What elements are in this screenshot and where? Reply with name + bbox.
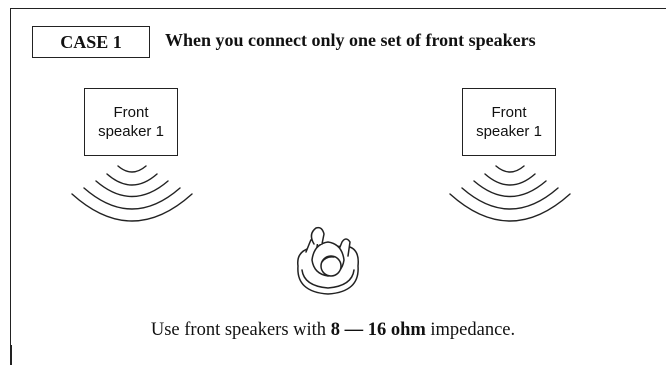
speaker-label-line2: speaker 1 (476, 123, 542, 140)
impedance-caption: Use front speakers with 8 — 16 ohm imped… (0, 320, 666, 341)
diagram-panel (10, 8, 666, 365)
speaker-label-line1: Front (113, 104, 149, 121)
speaker-label-line1: Front (491, 104, 527, 121)
listener-icon (297, 226, 359, 295)
sound-waves-icon (449, 165, 571, 222)
front-speaker-left: Front speaker 1 (84, 88, 178, 156)
sound-waves-icon (71, 165, 193, 222)
front-speaker-right: Front speaker 1 (462, 88, 556, 156)
speaker-label-line2: speaker 1 (98, 123, 164, 140)
panel-edge (10, 345, 12, 365)
case-label: CASE 1 (32, 26, 150, 58)
caption-impedance-value: 8 — 16 ohm (330, 320, 426, 340)
case-title: When you connect only one set of front s… (165, 30, 536, 50)
caption-suffix: impedance. (425, 320, 516, 340)
caption-prefix: Use front speakers with (150, 320, 331, 340)
